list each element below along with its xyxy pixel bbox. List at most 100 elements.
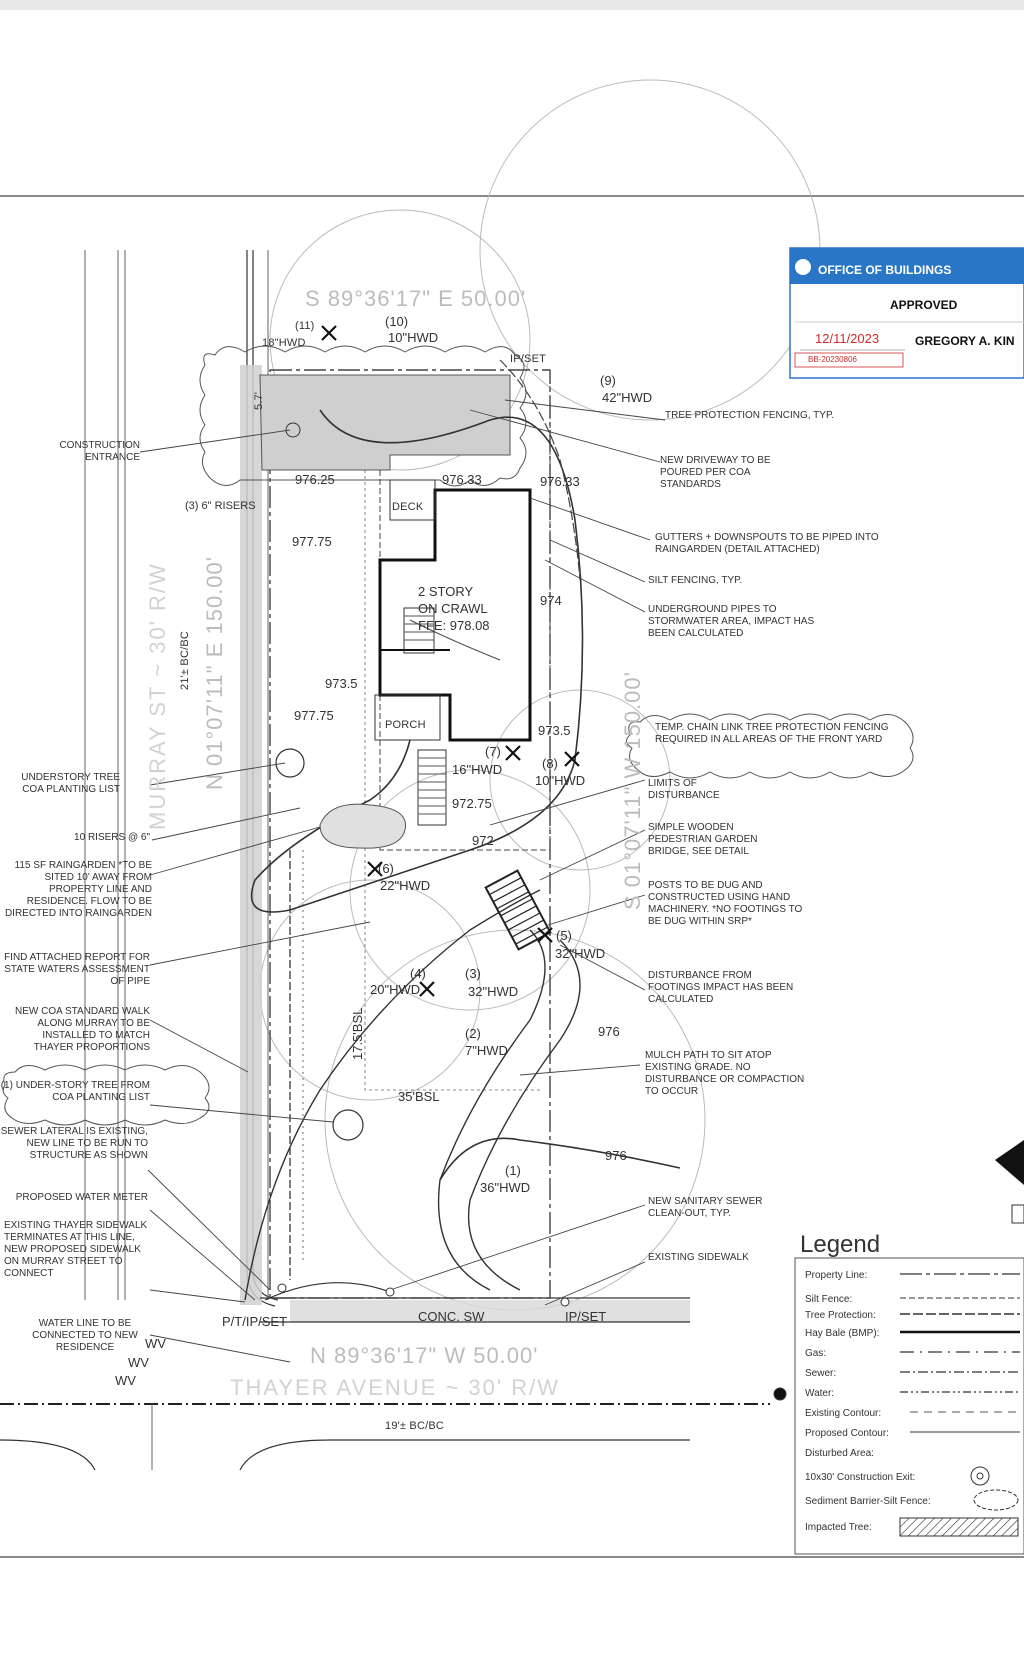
note-sewer-lateral: SEWER LATERAL IS EXISTING, NEW LINE TO B…: [0, 1126, 148, 1161]
svg-text:Disturbed Area:: Disturbed Area:: [805, 1448, 874, 1459]
elevation-label: 976: [605, 1148, 627, 1163]
bearing-west: N 01°07'11" E 150.00': [202, 556, 227, 790]
tree-drip-lines: [259, 79, 821, 1311]
note-sanitary-sewer: NEW SANITARY SEWER CLEAN-OUT, TYP.: [648, 1196, 763, 1219]
thayer-street-name: THAYER AVENUE ~ 30' R/W: [230, 1375, 560, 1400]
tree-labels: (11) 18"HWD (10) 10"HWD (9) 42"HWD (7) 1…: [262, 314, 652, 1195]
sewer-line: [244, 889, 541, 1301]
murray-street-name: MURRAY ST ~ 30' R/W: [145, 562, 170, 830]
construction-exit-symbol: [285, 422, 301, 438]
murray-street-lines: [84, 250, 279, 1307]
house-stories: 2 STORY: [418, 584, 473, 599]
tree-number: (10): [385, 314, 408, 329]
legend-item: Sewer:: [805, 1368, 1020, 1379]
note-footings: DISTURBANCE FROM FOOTINGS IMPACT HAS BEE…: [648, 970, 794, 1005]
note-new-driveway: NEW DRIVEWAY TO BE POURED PER COA STANDA…: [660, 455, 771, 490]
note-silt-fencing: SILT FENCING, TYP.: [648, 575, 743, 586]
stairs-side: [403, 607, 435, 654]
bearing-south: N 89°36'17" W 50.00': [310, 1343, 538, 1368]
legend-item: Tree Protection:: [805, 1310, 1020, 1321]
stairs-front: [417, 749, 447, 826]
legend-item: Water:: [805, 1388, 1020, 1399]
note-understory-tree-2: (1) UNDER-STORY TREE FROM COA PLANTING L…: [0, 1080, 150, 1103]
svg-text:Tree Protection:: Tree Protection:: [805, 1310, 876, 1321]
tree-number: (8): [542, 756, 558, 771]
legend-item: 10x30' Construction Exit:: [805, 1466, 990, 1486]
seal-icon: [795, 259, 811, 275]
svg-text:Hay Bale (BMP):: Hay Bale (BMP):: [805, 1328, 879, 1339]
svg-text:Gas:: Gas:: [805, 1348, 826, 1359]
note-risers: (3) 6" RISERS: [185, 500, 256, 512]
thayer-street-width: 19'± BC/BC: [385, 1420, 444, 1432]
svg-text:Sewer:: Sewer:: [805, 1368, 836, 1379]
proposed-understory-tree-2: [332, 1109, 364, 1141]
note-existing-sidewalk: EXISTING SIDEWALK: [648, 1252, 749, 1263]
elevation-label: 976.25: [295, 472, 335, 487]
north-arrow-base: [1011, 1204, 1024, 1224]
tree-number: (7): [485, 744, 501, 759]
elevation-label: 973.5: [325, 676, 358, 691]
tree-size: 10"HWD: [388, 330, 438, 345]
approval-stamp: OFFICE OF BUILDINGS APPROVED 12/11/2023 …: [789, 247, 1024, 379]
ip-set-sw-label: P/T/IP/SET: [222, 1314, 287, 1329]
tree-number: (9): [600, 373, 616, 388]
water-valve-label: WV: [128, 1355, 149, 1370]
note-chain-link: TEMP. CHAIN LINK TREE PROTECTION FENCING…: [655, 722, 889, 745]
stamp-ref: BB-20230806: [808, 355, 857, 364]
elevation-label: 976.33: [540, 474, 580, 489]
front-setback-label: 35'BSL: [398, 1089, 440, 1104]
stamp-office: OFFICE OF BUILDINGS: [818, 263, 951, 277]
tree-size: 20"HWD: [370, 982, 420, 997]
svg-text:Silt Fence:: Silt Fence:: [805, 1294, 852, 1305]
legend-item: Gas:: [805, 1348, 1020, 1359]
scan-top-band: [0, 0, 1024, 10]
north-arrow-icon: [995, 1140, 1024, 1185]
raingarden: [319, 803, 407, 849]
ip-set-ne-label: IP/SET: [510, 353, 546, 365]
svg-text:10x30' Construction Exit:: 10x30' Construction Exit:: [805, 1472, 915, 1483]
side-setback-label: 17.5'BSL: [350, 1008, 365, 1060]
deck-label: DECK: [392, 501, 424, 513]
house-foundation: ON CRAWL: [418, 601, 488, 616]
legend-title: Legend: [800, 1231, 880, 1258]
porch-label: PORCH: [385, 719, 426, 731]
note-underground-pipes: UNDERGROUND PIPES TO STORMWATER AREA, IM…: [648, 604, 815, 639]
tree-size: 32"HWD: [468, 984, 518, 999]
mulch-path: [437, 929, 581, 1291]
tree-number: (6): [378, 861, 394, 876]
elevation-label: 977.75: [292, 534, 332, 549]
stamp-status: APPROVED: [890, 298, 958, 312]
sewer-cleanout-marks: [277, 1283, 787, 1401]
svg-text:Existing Contour:: Existing Contour:: [805, 1408, 881, 1419]
legend-item: Proposed Contour:: [805, 1428, 1020, 1439]
note-coa-walk: NEW COA STANDARD WALK ALONG MURRAY TO BE…: [14, 1006, 150, 1053]
garden-bridge: [484, 869, 552, 951]
impacted-tree-marks: [321, 325, 580, 997]
tree-number: (11): [295, 320, 315, 332]
note-tree-protection: TREE PROTECTION FENCING, TYP.: [665, 410, 835, 421]
tree-protection-fencing: [2, 345, 914, 1126]
tree-size: 42"HWD: [602, 390, 652, 405]
svg-text:Sediment Barrier-Silt Fence:: Sediment Barrier-Silt Fence:: [805, 1496, 931, 1507]
note-water-line: WATER LINE TO BE CONNECTED TO NEW RESIDE…: [32, 1318, 138, 1353]
limits-of-disturbance: [250, 409, 584, 913]
right-notes: TREE PROTECTION FENCING, TYP. NEW DRIVEW…: [645, 410, 889, 1263]
murray-street-width: 21'± BC/BC: [179, 631, 191, 690]
stamp-date: 12/11/2023: [815, 331, 879, 346]
leader-lines-right: [389, 399, 666, 1306]
tree-size: 36"HWD: [480, 1180, 530, 1195]
note-garden-bridge: SIMPLE WOODEN PEDESTRIAN GARDEN BRIDGE, …: [648, 822, 758, 857]
elevation-label: 973.5: [538, 723, 571, 738]
svg-text:Proposed Contour:: Proposed Contour:: [805, 1428, 889, 1439]
legend-item: Sediment Barrier-Silt Fence:: [805, 1489, 1019, 1511]
note-limits: LIMITS OF DISTURBANCE: [648, 778, 720, 801]
water-line: [264, 1282, 391, 1301]
tree-size: 16"HWD: [452, 762, 502, 777]
existing-contour-976: [439, 1137, 681, 1181]
elevation-labels: 976.25 976.33 976.33 977.75 973.5 977.75…: [292, 472, 627, 1163]
tree-number: (1): [505, 1163, 521, 1178]
house-ffe: FFE: 978.08: [418, 618, 490, 633]
note-posts: POSTS TO BE DUG AND CONSTRUCTED USING HA…: [648, 880, 803, 927]
tree-protection-line: [499, 359, 581, 581]
